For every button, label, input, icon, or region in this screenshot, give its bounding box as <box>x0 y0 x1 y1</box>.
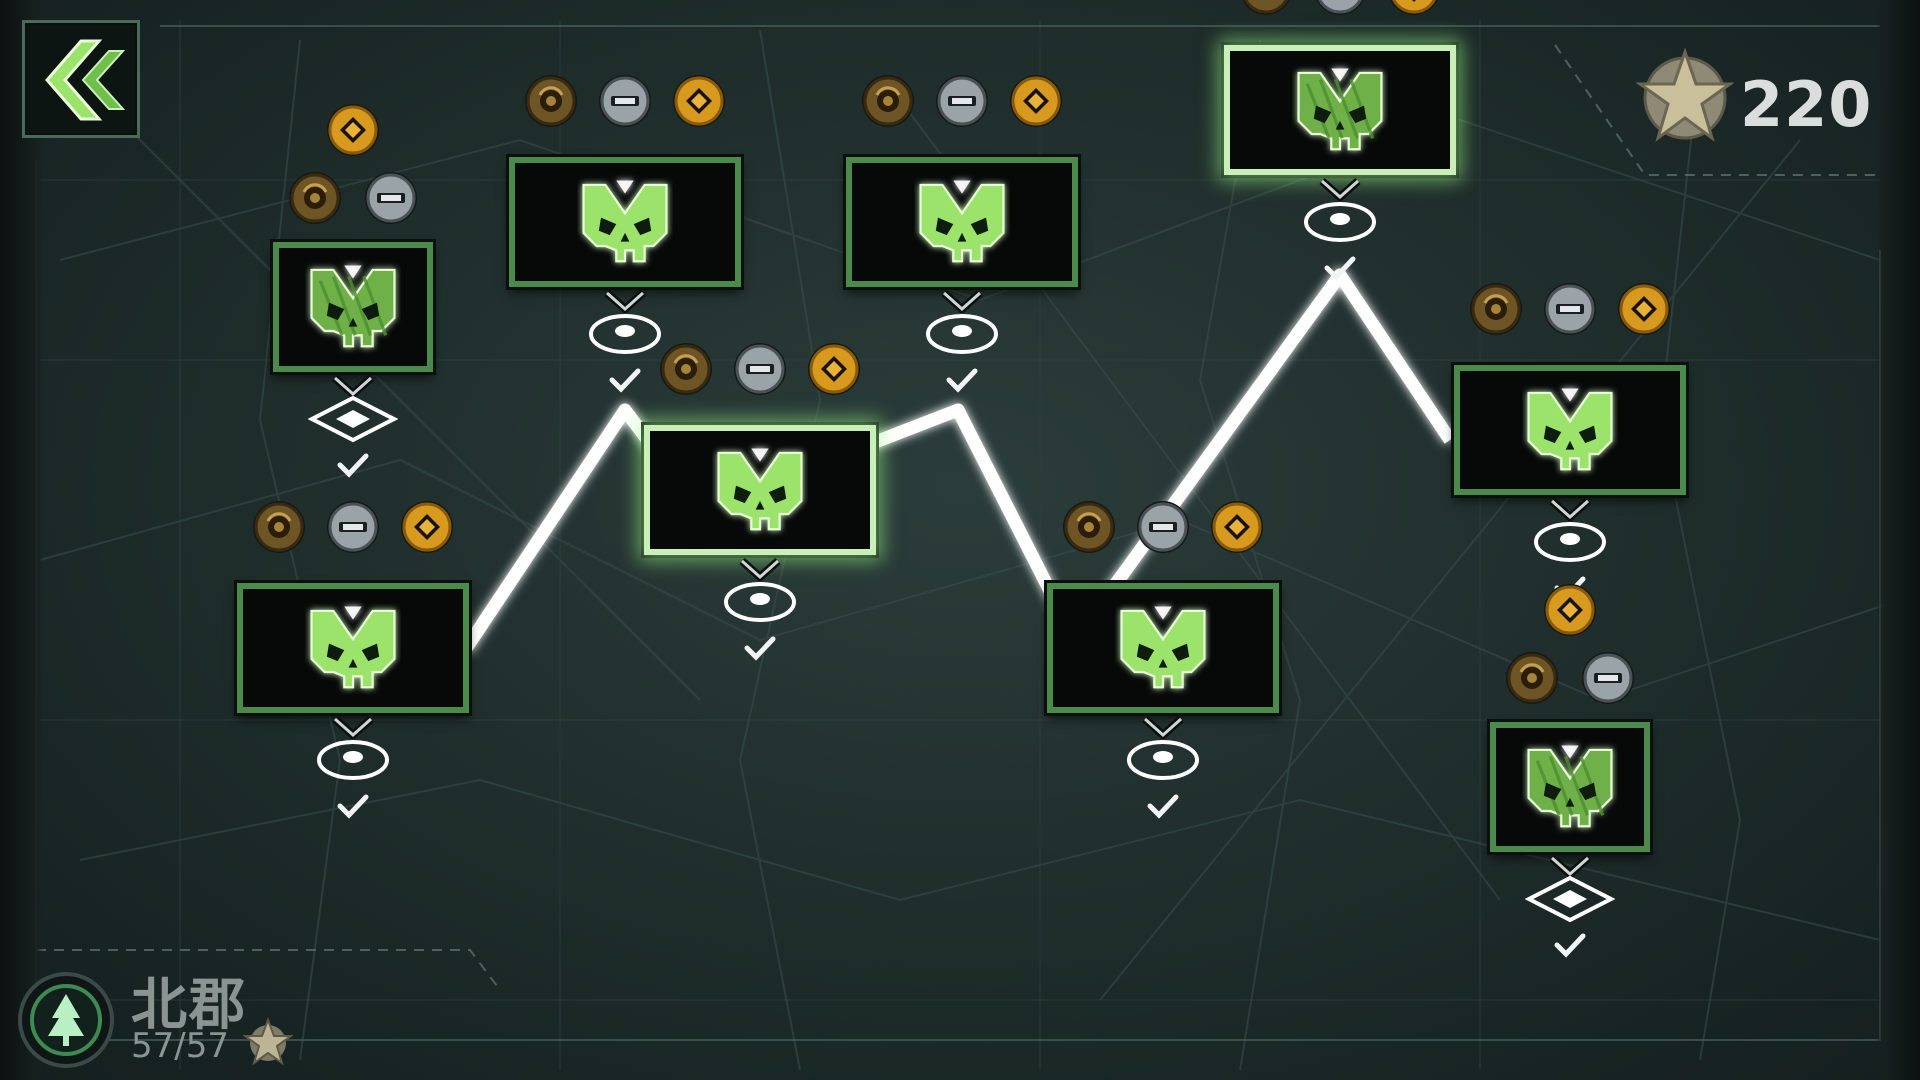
small-star-icon <box>243 1017 293 1066</box>
checkmark-icon <box>337 793 369 823</box>
gold-coin-icon <box>1386 0 1442 17</box>
bronze-coin-icon <box>1504 650 1560 706</box>
gold-coin-icon <box>399 499 455 555</box>
ring-marker-icon <box>580 309 670 363</box>
level-panel[interactable] <box>846 157 1078 287</box>
chevron-down-icon <box>1548 497 1592 525</box>
silver-coin-icon <box>597 73 653 129</box>
silver-coin-icon <box>1312 0 1368 17</box>
gold-coin-icon <box>1008 73 1064 129</box>
ring-marker-icon <box>308 735 398 789</box>
gold-coin-icon <box>1209 499 1265 555</box>
level-node-4[interactable] <box>644 343 876 661</box>
region-name: 北郡 <box>131 973 247 1038</box>
checkmark-icon <box>946 367 978 397</box>
bronze-coin-icon <box>1061 499 1117 555</box>
level-panel[interactable] <box>1047 583 1279 713</box>
ring-marker-icon <box>1525 517 1615 571</box>
level-node-10[interactable] <box>1490 584 1650 958</box>
checkmark-icon <box>609 367 641 397</box>
level-panel[interactable] <box>273 242 433 372</box>
ring-marker-icon <box>1295 197 1385 251</box>
checkmark-icon <box>1554 932 1586 962</box>
bronze-coin-icon <box>251 499 307 555</box>
gold-coin-icon <box>671 73 727 129</box>
checkmark-icon <box>744 635 776 665</box>
region-info: 北郡 57/57 <box>16 960 346 1075</box>
diamond-marker-icon <box>1524 874 1616 928</box>
level-panel[interactable] <box>509 157 741 287</box>
chevron-down-icon <box>738 557 782 585</box>
silver-coin-icon <box>363 170 419 226</box>
chevron-down-icon <box>1318 177 1362 205</box>
gold-coin-icon <box>325 102 381 158</box>
silver-coin-icon <box>325 499 381 555</box>
level-node-1[interactable] <box>273 104 433 478</box>
bronze-coin-icon <box>860 73 916 129</box>
silver-coin-icon <box>1542 281 1598 337</box>
level-node-9[interactable] <box>1454 283 1686 601</box>
level-node-3[interactable] <box>509 75 741 393</box>
pine-tree-emblem-icon <box>18 972 114 1068</box>
gold-coin-icon <box>806 341 862 397</box>
silver-coin-icon <box>1135 499 1191 555</box>
level-node-5[interactable] <box>846 75 1078 393</box>
silver-coin-icon <box>732 341 788 397</box>
chevron-down-icon <box>1141 715 1185 743</box>
back-button[interactable] <box>22 20 140 138</box>
bronze-coin-icon <box>1238 0 1294 17</box>
bronze-coin-icon <box>287 170 343 226</box>
silver-coin-icon <box>1580 650 1636 706</box>
chevron-down-icon <box>331 715 375 743</box>
chevron-down-icon <box>331 374 375 402</box>
region-progress: 57/57 <box>131 1026 229 1066</box>
double-chevron-left-icon <box>45 39 126 121</box>
chevron-down-icon <box>940 289 984 317</box>
level-node-6[interactable] <box>1047 501 1279 819</box>
bronze-star-icon <box>1636 47 1734 142</box>
level-panel[interactable] <box>237 583 469 713</box>
bronze-coin-icon <box>523 73 579 129</box>
ring-marker-icon <box>715 577 805 631</box>
ring-marker-icon <box>1118 735 1208 789</box>
checkmark-icon <box>337 452 369 482</box>
gold-coin-icon <box>1616 281 1672 337</box>
level-panel[interactable] <box>1224 45 1456 175</box>
chevron-down-icon <box>603 289 647 317</box>
level-panel[interactable] <box>644 425 876 555</box>
level-panel[interactable] <box>1490 722 1650 852</box>
level-panel[interactable] <box>1454 365 1686 495</box>
bronze-coin-icon <box>1468 281 1524 337</box>
diamond-marker-icon <box>307 394 399 448</box>
gold-coin-icon <box>1542 582 1598 638</box>
ring-marker-icon <box>917 309 1007 363</box>
checkmark-icon <box>1324 255 1356 285</box>
chevron-down-icon <box>1548 854 1592 882</box>
checkmark-icon <box>1147 793 1179 823</box>
level-node-2[interactable] <box>237 501 469 819</box>
silver-coin-icon <box>934 73 990 129</box>
bronze-coin-icon <box>658 341 714 397</box>
level-node-8[interactable] <box>1224 0 1456 281</box>
star-total-value: 220 <box>1740 68 1873 141</box>
